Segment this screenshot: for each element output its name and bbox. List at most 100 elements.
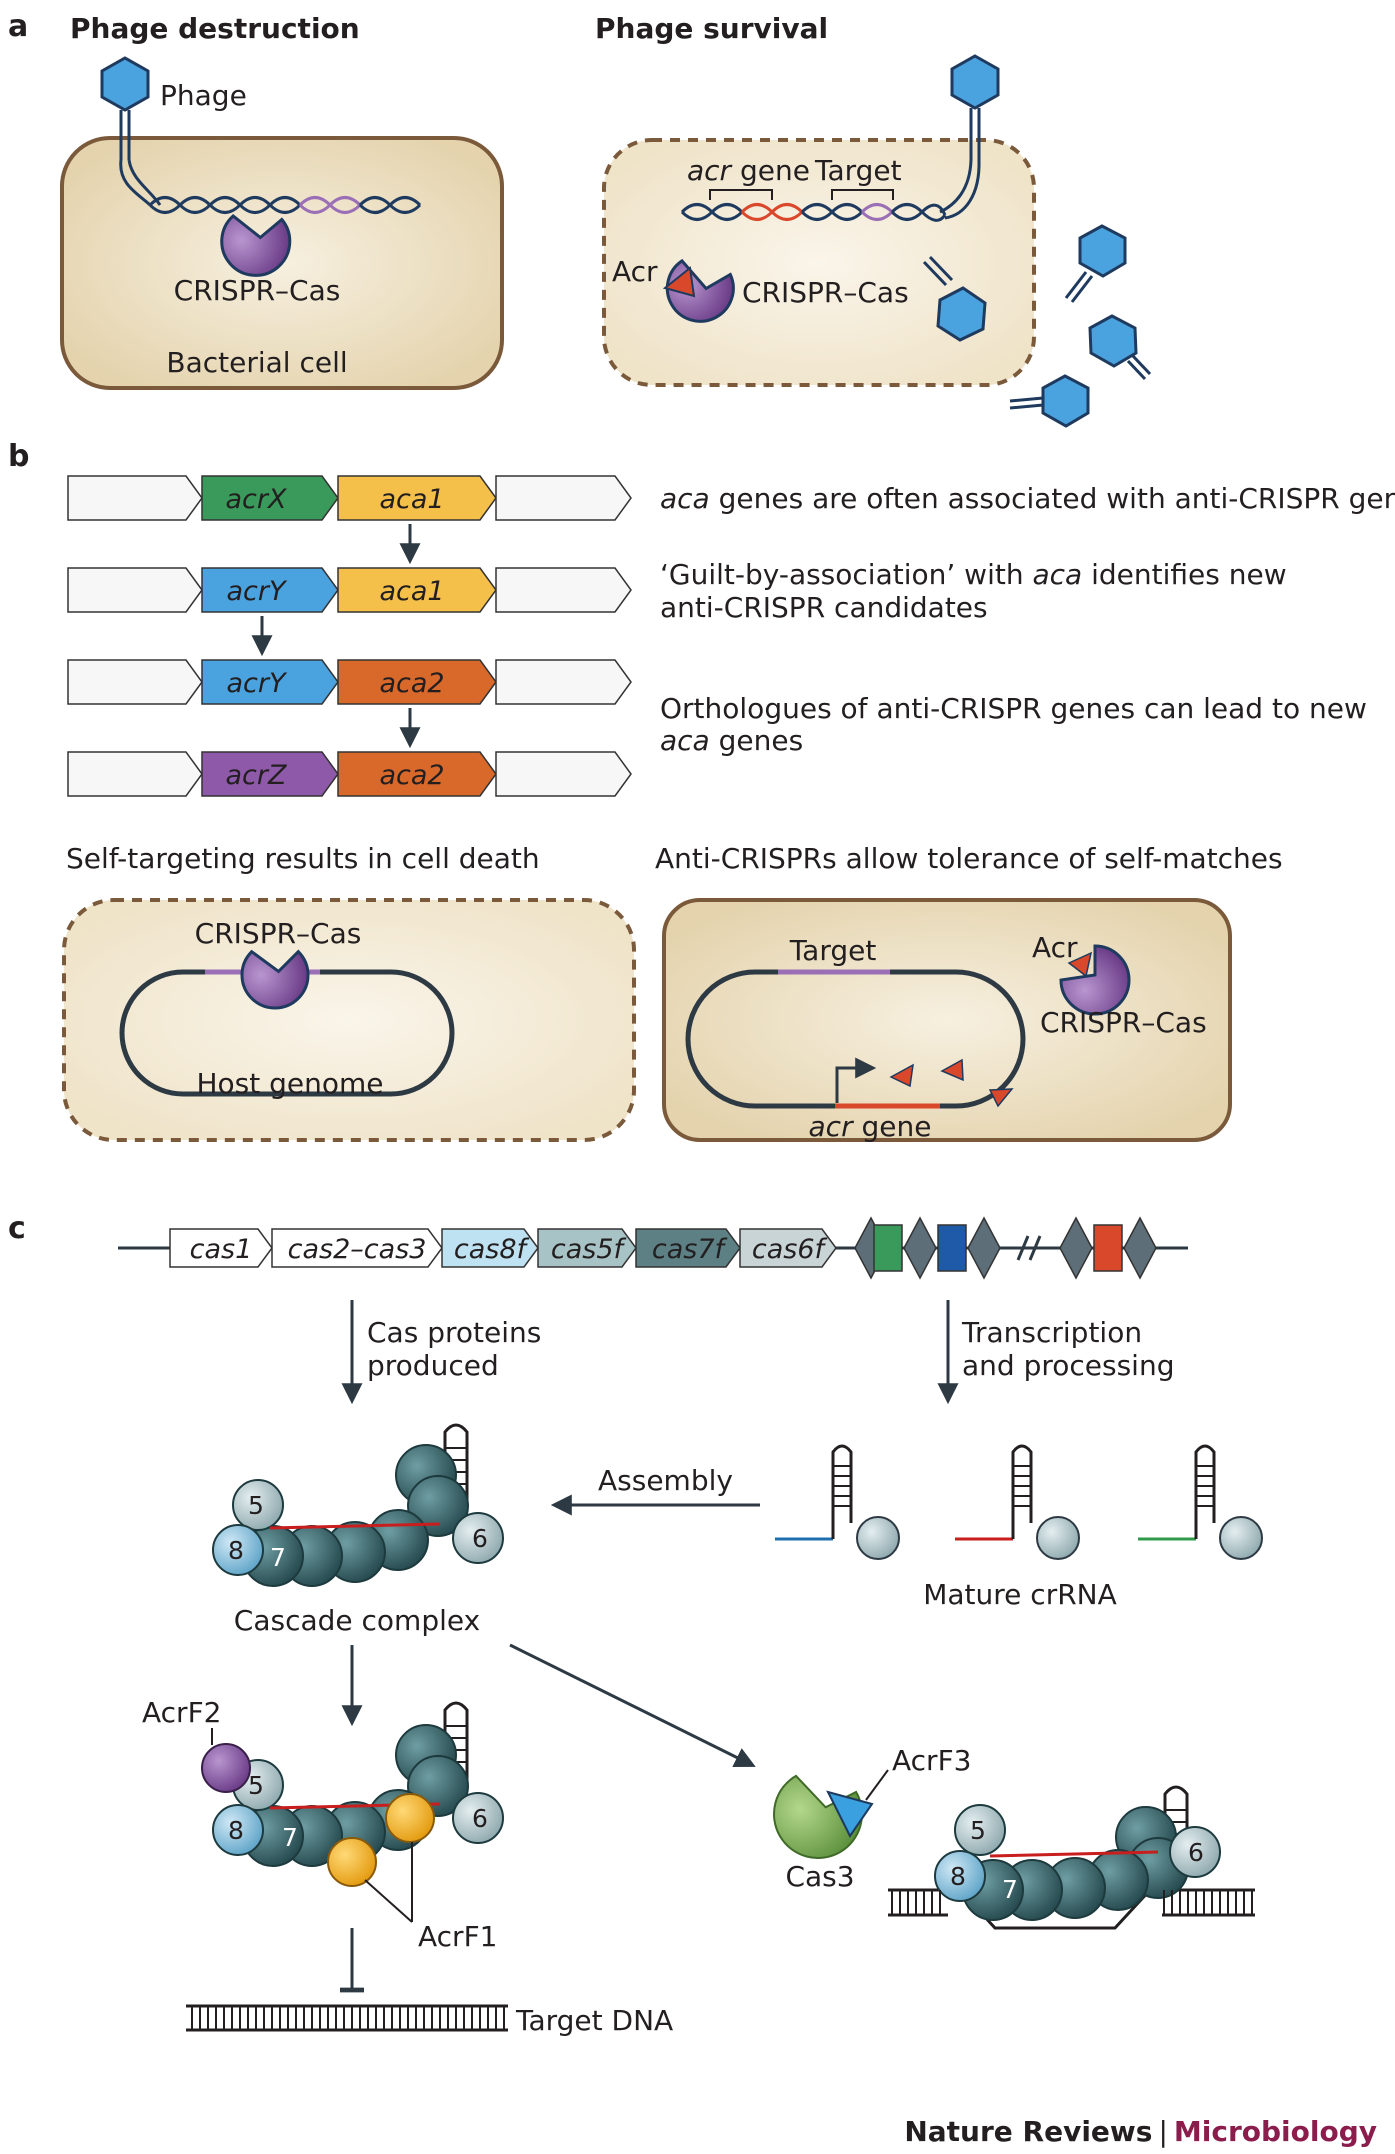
subunit-5-label-3: 5: [970, 1816, 986, 1845]
acr-bound-triangle: [1067, 951, 1093, 978]
acr-gene-bracket: [709, 189, 773, 200]
target-bracket: [831, 189, 894, 200]
target-dna-rungs: [191, 2006, 505, 2030]
subunit-8-label-2: 8: [228, 1816, 244, 1845]
transcription-label-2: and processing: [962, 1349, 1174, 1382]
gene-cas6f: cas6f: [752, 1234, 828, 1265]
crispr-cas-label-b-right: CRISPR–Cas: [1040, 1006, 1207, 1039]
cascade-complex-1: [212, 1423, 504, 1587]
subunit-7-label-1: 7: [270, 1543, 286, 1572]
panel-b-letter: b: [8, 439, 29, 474]
gene-row-3: [67, 659, 632, 705]
crispr-cas-label-right: CRISPR–Cas: [742, 276, 909, 309]
transcription-label-1: Transcription: [961, 1316, 1142, 1349]
acr-promoter-arrow: [835, 1057, 877, 1103]
crispr-array: [854, 1216, 1157, 1280]
acr-label-b: Acr: [1032, 931, 1078, 964]
panel-a-letter: a: [8, 9, 28, 44]
gene-aca1-label-2: aca1: [379, 576, 444, 607]
self-targeting-cell: [62, 898, 636, 1142]
gene-cas5f: cas5f: [551, 1234, 627, 1265]
crispr-cas-protein-b-left: [240, 949, 310, 1010]
cas-proteins-produced-2: produced: [367, 1349, 499, 1382]
acr-gene-label-a: acr gene: [687, 154, 810, 187]
phage-icon-free-3: [1088, 314, 1152, 381]
acrf1-label: AcrF1: [418, 1920, 498, 1953]
subunit-5-label-1: 5: [248, 1491, 264, 1520]
acrf1-protein-1: [327, 1837, 377, 1887]
crispr-cas-label-left: CRISPR–Cas: [174, 274, 341, 307]
dna-helix-left: [148, 196, 422, 214]
subunit-8-label-3: 8: [950, 1862, 966, 1891]
guilt-by-association-text-2: anti-CRISPR candidates: [660, 591, 988, 624]
acr-protein-2: [940, 1058, 964, 1082]
acr-protein-3: [988, 1088, 1014, 1108]
acrf3-pointer: [865, 1769, 889, 1801]
subunit-6-label-2: 6: [472, 1804, 488, 1833]
phage-survival-title: Phage survival: [595, 12, 828, 45]
phage-destruction-title: Phage destruction: [70, 12, 360, 45]
journal-name: Nature Reviews: [904, 2115, 1153, 2148]
target-dna-label: Target DNA: [515, 2004, 673, 2037]
arrow-cascade-to-acrf3: [509, 1643, 756, 1767]
phage-icon-free-2: [1064, 224, 1127, 303]
acrf1-protein-2: [385, 1793, 435, 1843]
mature-crrna-blue: [775, 1444, 900, 1560]
cas-operon: [169, 1228, 837, 1268]
crispr-cas-protein-b-right: [1059, 944, 1131, 1016]
target-label-a: Target: [814, 154, 902, 187]
panel-c-letter: c: [8, 1211, 26, 1246]
gene-cas7f: cas7f: [652, 1234, 728, 1265]
footer-separator: |: [1158, 2115, 1168, 2148]
cas-proteins-produced-1: Cas proteins: [367, 1316, 541, 1349]
gene-cas2-cas3: cas2–cas3: [288, 1234, 427, 1265]
subunit-7-label-3: 7: [1002, 1875, 1018, 1904]
subunit-7-label-2: 7: [282, 1823, 298, 1852]
gene-row-1: [67, 475, 632, 521]
bacterial-cell-right: [602, 138, 1036, 387]
acrf1-pointer-1: [364, 1879, 413, 1923]
mature-crrna-red: [955, 1444, 1080, 1560]
assembly-label: Assembly: [598, 1464, 733, 1497]
phage-label: Phage: [160, 79, 247, 112]
bound-dna-rungs-right: [1163, 1890, 1253, 1915]
crispr-cas-protein-left: [220, 213, 292, 277]
phage-icon-free-4: [1009, 374, 1090, 428]
phage-icon-right: [939, 54, 1000, 220]
orthologues-text-2: aca genes: [660, 724, 803, 757]
gene-acry-label-3: acrY: [227, 668, 288, 699]
cas3-label: Cas3: [785, 1860, 854, 1893]
cascade-complex-dna-bound: [934, 1785, 1221, 1921]
orthologues-text-1: Orthologues of anti-CRISPR genes can lea…: [660, 692, 1367, 725]
host-genome-label: Host genome: [196, 1067, 383, 1100]
acrf3-protein: [826, 1790, 874, 1838]
gene-row-2: [67, 567, 632, 613]
cascade-complex-label: Cascade complex: [234, 1604, 480, 1637]
acr-gene-label-b: acr gene: [809, 1110, 932, 1143]
aca-association-text: aca genes are often associated with anti…: [660, 482, 1395, 515]
gene-cas1: cas1: [190, 1234, 253, 1265]
gene-aca2-label-4: aca2: [379, 760, 444, 791]
acrf3-label: AcrF3: [892, 1744, 972, 1777]
phage-icon-left: [100, 56, 162, 207]
journal-section: Microbiology: [1173, 2115, 1377, 2148]
gene-acrz-label-4: acrZ: [226, 760, 287, 791]
guilt-by-association-text-1: ‘Guilt-by-association’ with aca identifi…: [660, 558, 1287, 591]
gene-aca2-label-3: aca2: [379, 668, 444, 699]
subunit-6-label-3: 6: [1188, 1838, 1204, 1867]
gene-aca1-label-1: aca1: [379, 484, 444, 515]
mature-crrna-label: Mature crRNA: [923, 1578, 1117, 1611]
acr-triangle-a: [662, 266, 696, 298]
target-label-b: Target: [789, 934, 877, 967]
gene-acrx-label-1: acrX: [226, 484, 287, 515]
gene-cas8f: cas8f: [454, 1234, 530, 1265]
gene-acry-label-2: acrY: [227, 576, 288, 607]
dna-helix-right: [680, 203, 947, 222]
target-dna-ladder: [186, 2004, 508, 2032]
anti-crispr-tolerance-title: Anti-CRISPRs allow tolerance of self-mat…: [655, 842, 1283, 875]
self-targeting-title: Self-targeting results in cell death: [66, 842, 540, 875]
acrf2-label: AcrF2: [142, 1696, 222, 1729]
gene-row-4: [67, 751, 632, 797]
subunit-8-label-1: 8: [228, 1536, 244, 1565]
